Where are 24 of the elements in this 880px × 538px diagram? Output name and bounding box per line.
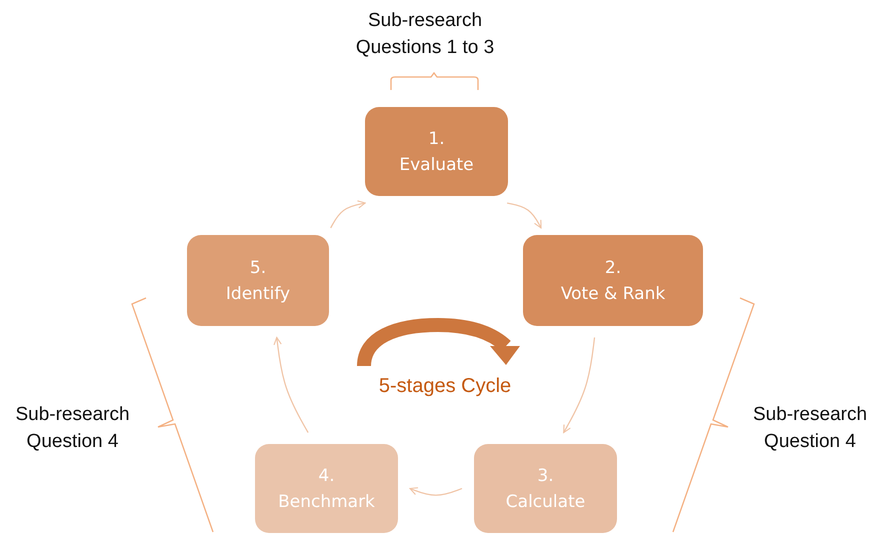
arrow	[274, 336, 309, 433]
stage-name: Identify	[226, 284, 290, 304]
stage-box	[255, 444, 398, 533]
stage-name: Vote & Rank	[560, 284, 666, 304]
stage-name: Calculate	[506, 492, 586, 512]
stage-number: 5.	[250, 258, 266, 278]
stage-number: 3.	[537, 466, 554, 486]
cycle-label: 5-stages Cycle	[378, 374, 512, 399]
arrow	[506, 202, 542, 228]
arrow	[330, 200, 366, 228]
stage-box	[365, 107, 508, 196]
bracket-label: Sub-research Question 4	[752, 403, 868, 454]
bracket-label: Sub-research Questions 1 to 3	[354, 9, 496, 60]
stage-number: 4.	[318, 466, 335, 486]
stage-number: 2.	[604, 258, 622, 278]
stage-name: Benchmark	[278, 492, 375, 512]
stage-name: Evaluate	[399, 154, 474, 174]
stage-box	[187, 235, 329, 326]
stage-box	[523, 235, 703, 326]
arrow	[409, 487, 462, 496]
stage-number: 1.	[428, 128, 445, 148]
bracket-label: Sub-research Question 4	[14, 403, 131, 454]
arrow	[563, 337, 596, 434]
stage-box	[474, 444, 617, 533]
